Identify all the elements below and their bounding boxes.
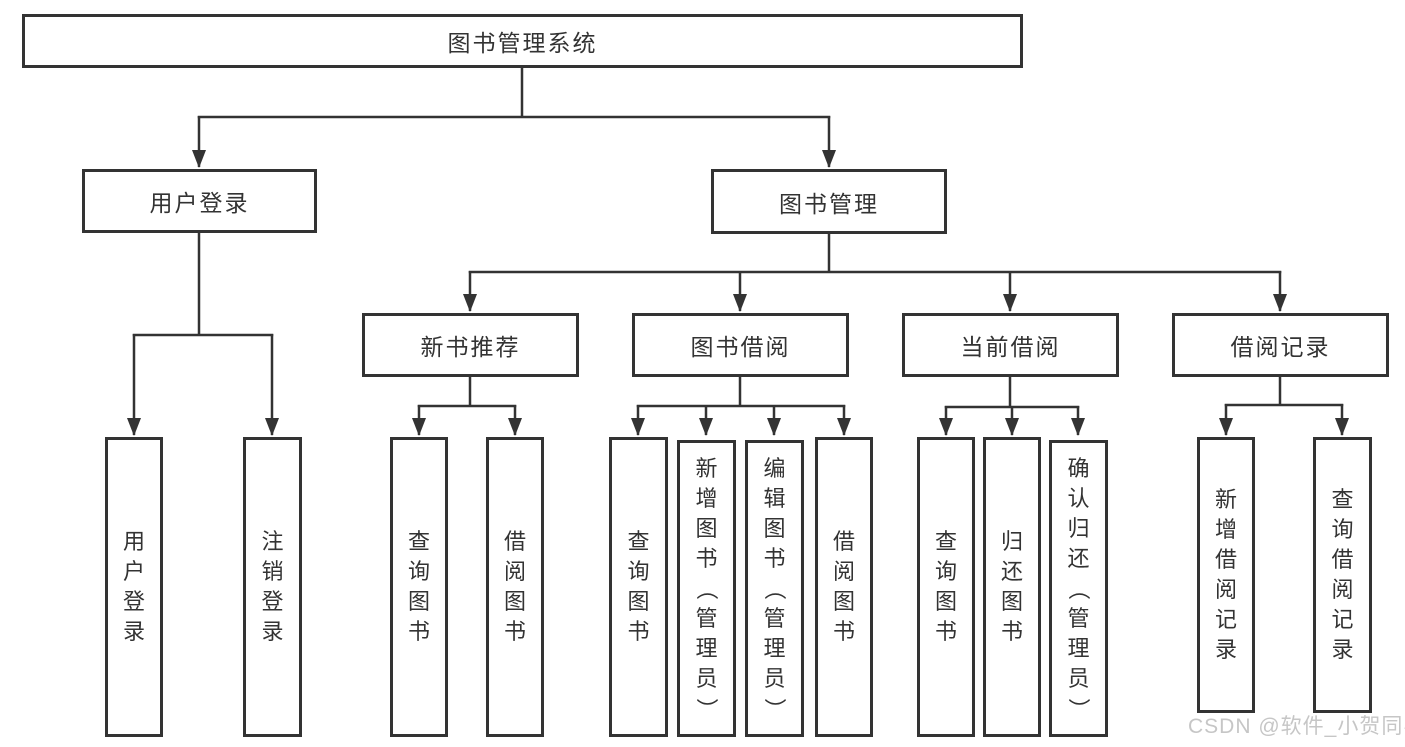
node-new-book-recommend-label: 新书推荐 <box>420 334 521 360</box>
leaf-current-query: 查询图书 <box>917 437 975 737</box>
node-user-login-label: 用户登录 <box>149 190 250 216</box>
leaf-borrow-query: 查询图书 <box>609 437 668 737</box>
node-current-borrowing-label: 当前借阅 <box>960 334 1061 360</box>
node-new-book-recommend: 新书推荐 <box>362 313 579 377</box>
leaf-borrow-borrow: 借阅图书 <box>815 437 873 737</box>
leaf-borrow-query-label: 查询图书 <box>627 529 650 644</box>
leaf-borrow-add: 新增图书（管理员） <box>677 440 736 737</box>
leaf-newbook-query: 查询图书 <box>390 437 448 737</box>
node-root-label: 图书管理系统 <box>447 30 598 56</box>
csdn-watermark: CSDN @软件_小贺同学 <box>1188 715 1405 738</box>
leaf-user-login-label: 用户登录 <box>122 529 145 644</box>
node-current-borrowing: 当前借阅 <box>902 313 1119 377</box>
leaf-current-return: 归还图书 <box>983 437 1041 737</box>
node-root: 图书管理系统 <box>22 14 1023 68</box>
leaf-record-query-label: 查询借阅记录 <box>1331 487 1354 662</box>
leaf-current-return-label: 归还图书 <box>1000 529 1023 644</box>
leaf-borrow-edit-label: 编辑图书（管理员） <box>762 455 788 720</box>
leaf-newbook-query-label: 查询图书 <box>407 529 430 644</box>
node-borrowing-records: 借阅记录 <box>1172 313 1389 377</box>
leaf-newbook-borrow: 借阅图书 <box>486 437 544 737</box>
node-user-login: 用户登录 <box>82 169 317 233</box>
leaf-record-add: 新增借阅记录 <box>1197 437 1255 713</box>
leaf-current-confirm-return-label: 确认归还（管理员） <box>1066 455 1092 720</box>
leaf-newbook-borrow-label: 借阅图书 <box>503 529 526 644</box>
leaf-record-add-label: 新增借阅记录 <box>1214 487 1237 662</box>
node-book-management-label: 图书管理 <box>779 190 879 217</box>
node-book-borrowing-label: 图书借阅 <box>690 334 791 360</box>
node-book-management: 图书管理 <box>711 169 947 234</box>
node-borrowing-records-label: 借阅记录 <box>1230 334 1331 360</box>
leaf-user-login: 用户登录 <box>105 437 163 737</box>
leaf-logout: 注销登录 <box>243 437 302 737</box>
leaf-record-query: 查询借阅记录 <box>1313 437 1372 713</box>
node-book-borrowing: 图书借阅 <box>632 313 849 377</box>
leaf-borrow-borrow-label: 借阅图书 <box>832 529 855 644</box>
leaf-borrow-add-label: 新增图书（管理员） <box>694 455 720 720</box>
leaf-logout-label: 注销登录 <box>261 529 284 644</box>
leaf-current-confirm-return: 确认归还（管理员） <box>1049 440 1108 737</box>
leaf-current-query-label: 查询图书 <box>934 529 957 644</box>
leaf-borrow-edit: 编辑图书（管理员） <box>745 440 804 737</box>
